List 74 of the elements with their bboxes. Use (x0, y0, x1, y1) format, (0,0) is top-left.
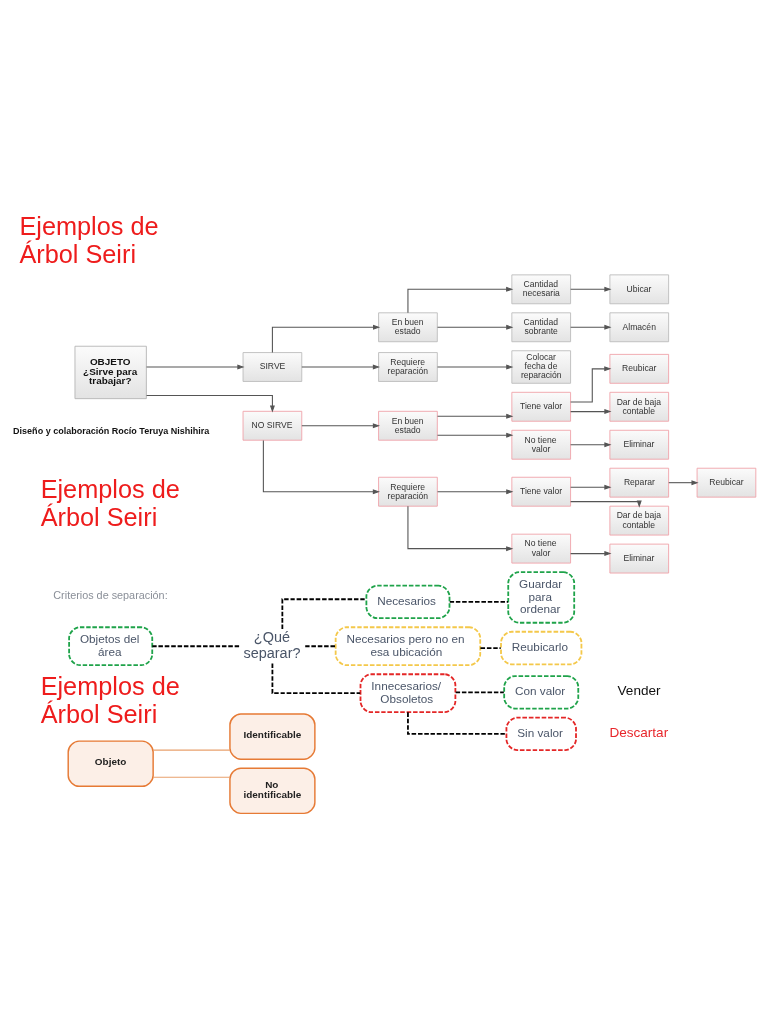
arrow (271, 324, 381, 353)
node-box: Necesarios (365, 584, 451, 619)
node-box: Objetos del área (68, 625, 154, 666)
node-box: En buen estado (378, 410, 438, 441)
node-box: Almacén (609, 311, 670, 342)
node-box: SIRVE (242, 351, 303, 382)
node-box: Colocar fecha de reparación (511, 349, 572, 384)
arrow (437, 413, 514, 419)
node-box: Cantidad necesaria (511, 273, 572, 304)
label: Ejemplos de Árbol Seiri (40, 474, 180, 531)
arrow (437, 488, 514, 494)
arrow (437, 324, 514, 330)
node-box: Requiere reparación (378, 476, 438, 507)
node-label: Descartar (609, 724, 669, 740)
node-box: Tiene valor (511, 476, 572, 507)
connector (152, 749, 231, 751)
node-box: Tiene valor (511, 391, 572, 422)
node-box: Sin valor (505, 716, 577, 751)
arrow (146, 364, 245, 369)
node-box: Reubicarlo (500, 630, 583, 665)
node-box: Eliminar (609, 429, 670, 460)
connector (454, 690, 505, 693)
node-label: Vender (617, 682, 661, 698)
node-box: Necesarios pero no en esa ubicación (334, 625, 482, 666)
node-box: Reparar (609, 467, 670, 498)
node-box: Cantidad sobrante (511, 311, 572, 342)
node-box: Ubicar (609, 273, 670, 304)
arrow (570, 365, 612, 402)
arrow (262, 439, 380, 494)
node-box: No identificable (229, 767, 316, 814)
node-box: Con valor (503, 674, 580, 709)
connector (479, 646, 502, 649)
node-box: Reubicar (609, 353, 670, 384)
arrow (668, 479, 699, 485)
arrow (437, 364, 514, 369)
node-box: Reubicar (696, 467, 757, 498)
arrow (570, 500, 642, 508)
node-box: Dar de baja contable (609, 391, 670, 422)
node-box: Identificable (229, 712, 316, 760)
node-box: Requiere reparación (378, 351, 438, 382)
arrow (570, 286, 612, 292)
node-box: No tiene valor (511, 429, 572, 460)
node-box: Objeto (67, 739, 154, 787)
node-box: NO SIRVE (242, 410, 303, 441)
connector (151, 644, 241, 647)
connector (407, 710, 508, 735)
arrow (570, 324, 612, 330)
arrow (301, 364, 380, 369)
node-box: Innecesarios/ Obsoletos (359, 672, 457, 713)
connector (271, 662, 362, 694)
arrow (570, 550, 612, 556)
node-box: Guardar para ordenar (507, 570, 576, 624)
diagram-title: Ejemplos de Árbol Seiri (19, 211, 159, 268)
node-box: OBJETO ¿Sirve para trabajar? (74, 345, 147, 399)
label: Ejemplos de Árbol Seiri (40, 671, 180, 728)
arrow (407, 505, 514, 551)
label: Criterios de separación: (53, 588, 168, 601)
connector (281, 597, 368, 630)
node-box: En buen estado (378, 311, 438, 342)
arrow (146, 394, 275, 413)
node-box: Dar de baja contable (609, 505, 670, 536)
connector (304, 644, 337, 647)
node-text: ¿Qué separar? (243, 628, 301, 661)
node-box: No tiene valor (511, 533, 572, 564)
label: Diseño y colaboración Rocío Teruya Nishihira (13, 425, 210, 436)
arrow (570, 484, 612, 490)
connector (152, 776, 231, 778)
arrow (407, 286, 514, 313)
arrow (301, 422, 380, 428)
node-box: Eliminar (609, 543, 670, 573)
arrow (570, 408, 612, 414)
connector (448, 600, 509, 603)
arrow (570, 441, 612, 447)
arrow (437, 432, 514, 438)
